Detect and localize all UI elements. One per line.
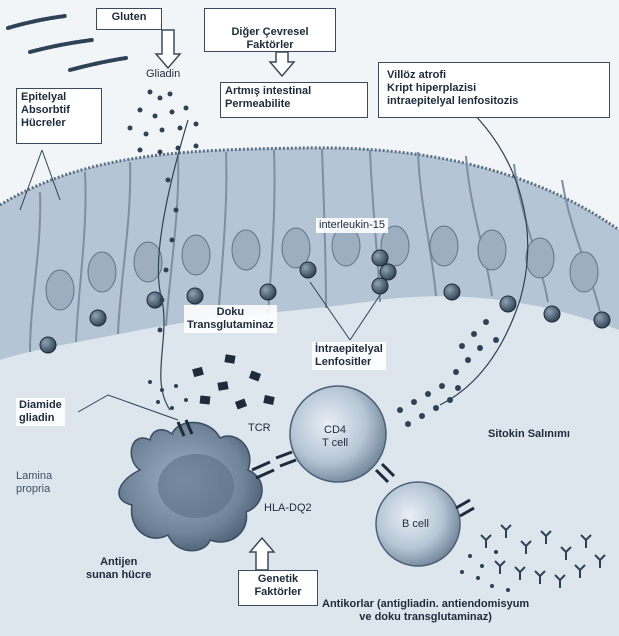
apc-nucleus (158, 454, 234, 518)
intraepithelial-lymphocytes-label: İntraepitelyal Lenfositler (312, 342, 386, 370)
tissue-transglutaminase-label: Doku Transglutaminaz (184, 305, 277, 333)
gliadin-label: Gliadin (146, 68, 180, 81)
gluten-label: Gluten (112, 11, 147, 23)
environment-box: Diğer Çevresel Faktörler (204, 8, 336, 52)
cytokine-release-label: Sitokin Salınımı (488, 428, 570, 441)
genetic-factors-label: Genetik Faktörler (238, 570, 318, 606)
villous-atrophy-label: Villöz atrofi Kript hiperplazisi intraep… (378, 62, 610, 118)
permeability-label: Artmış intestinal Permeabilite (220, 82, 368, 118)
antibodies-label: Antikorlar (antigliadin. antiendomisyum … (322, 598, 529, 624)
lamina-propria-label: Lamina propria (16, 470, 52, 496)
hla-dq2-label: HLA-DQ2 (264, 502, 312, 515)
gluten-box: Gluten (96, 8, 162, 30)
cd4-t-cell-label: CD4 T cell (322, 424, 348, 450)
epithelial-cells-label: Epitelyal Absorbtif Hücreler (16, 88, 102, 144)
antigen-presenting-cell-label: Antijen sunan hücre (86, 556, 151, 582)
environment-label: Diğer Çevresel Faktörler (231, 26, 308, 51)
tcr-label: TCR (248, 422, 271, 435)
interleukin-15-label: interleukin-15 (316, 218, 388, 233)
diamide-gliadin-label: Diamide gliadin (16, 398, 65, 426)
b-cell-label: B cell (402, 518, 429, 531)
